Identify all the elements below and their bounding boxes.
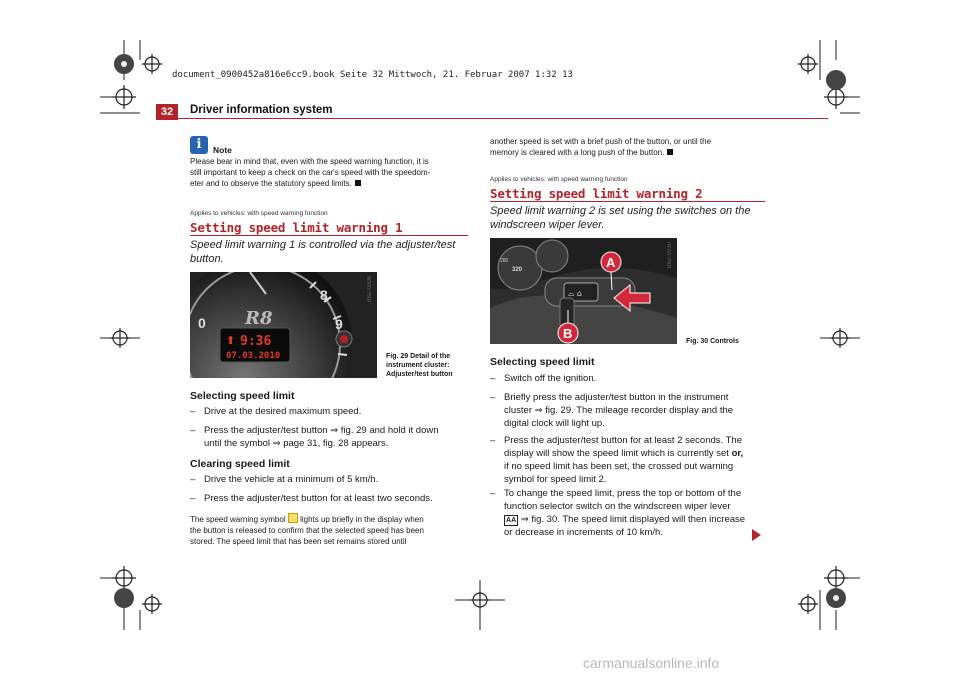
speed-warning-footer-text: The speed warning symbol lights up brief… xyxy=(190,513,424,546)
figure-code-30: B8Z-0030 xyxy=(667,242,673,269)
svg-text:320: 320 xyxy=(512,267,523,273)
svg-text:⬆: ⬆ xyxy=(226,334,235,347)
page-header-title: Driver information system xyxy=(190,104,333,116)
section-rule-1 xyxy=(190,235,468,236)
figure-29-instrument-cluster: R8 8 9 0 ⬆ 9:36 07.03.2010 xyxy=(190,272,377,378)
page-number: 32 xyxy=(156,104,178,120)
header-rule xyxy=(178,118,828,119)
figure-caption-30: Fig. 30 Controls xyxy=(686,338,739,345)
instrument-cluster-illustration: R8 8 9 0 ⬆ 9:36 07.03.2010 xyxy=(190,272,377,378)
svg-text:0: 0 xyxy=(198,315,206,331)
wiper-lever-illustration: 320 280 ⌓ ⌂ A B xyxy=(490,238,677,344)
figure-caption-29: Fig. 29 Detail of the instrument cluster… xyxy=(386,353,453,378)
heading-selecting-speed-limit-1: Selecting speed limit xyxy=(190,390,295,402)
section-rule-2 xyxy=(490,201,765,202)
list-item: – To change the speed limit, press the t… xyxy=(490,488,746,538)
note-label: Note xyxy=(213,145,232,155)
svg-text:8: 8 xyxy=(320,287,328,303)
note-text: Please bear in mind that, even with the … xyxy=(190,157,431,188)
svg-text:⌓ ⌂: ⌓ ⌂ xyxy=(568,289,582,298)
lead-text-2: Speed limit warning 2 is set using the s… xyxy=(490,205,751,231)
info-icon: i xyxy=(190,136,208,154)
list-item: – Press the adjuster/test button for at … xyxy=(490,435,744,485)
figure-code-29: B8Z-0006 xyxy=(367,276,373,303)
display-date: 07.03.2010 xyxy=(226,351,280,361)
section-title-2: Setting speed limit warning 2 xyxy=(490,186,703,201)
list-item: – Briefly press the adjuster/test button… xyxy=(490,392,734,429)
svg-text:R8: R8 xyxy=(244,308,273,329)
list-item: – Press the adjuster/test button ⇒ fig. … xyxy=(190,425,439,449)
applies-note-2: Applies to vehicles: with speed warning … xyxy=(490,176,628,183)
heading-selecting-speed-limit-2: Selecting speed limit xyxy=(490,356,595,368)
print-mark: document_0900452a816e6cc9.book Seite 32 … xyxy=(172,70,573,80)
speed-warning-symbol-icon xyxy=(287,513,298,523)
continued-text: another speed is set with a brief push o… xyxy=(490,137,712,157)
applies-note-1: Applies to vehicles: with speed warning … xyxy=(190,210,328,217)
figure-label-b: B xyxy=(563,326,572,341)
bold-or: or, xyxy=(731,448,744,459)
watermark: carmanualsonline.info xyxy=(583,655,720,671)
svg-text:9: 9 xyxy=(335,316,343,332)
section-title-1: Setting speed limit warning 1 xyxy=(190,220,403,235)
figure-30-wiper-lever: 320 280 ⌓ ⌂ A B xyxy=(490,238,677,344)
key-a-label: AA xyxy=(504,515,519,526)
end-square-icon xyxy=(667,149,674,155)
display-time: 9:36 xyxy=(240,334,271,349)
next-page-arrow-icon xyxy=(752,529,761,541)
svg-text:280: 280 xyxy=(500,258,509,264)
end-square-icon xyxy=(354,180,361,186)
lead-text-1: Speed limit warning 1 is controlled via … xyxy=(190,239,456,265)
heading-clearing-speed-limit: Clearing speed limit xyxy=(190,458,290,470)
figure-label-a: A xyxy=(606,255,616,270)
